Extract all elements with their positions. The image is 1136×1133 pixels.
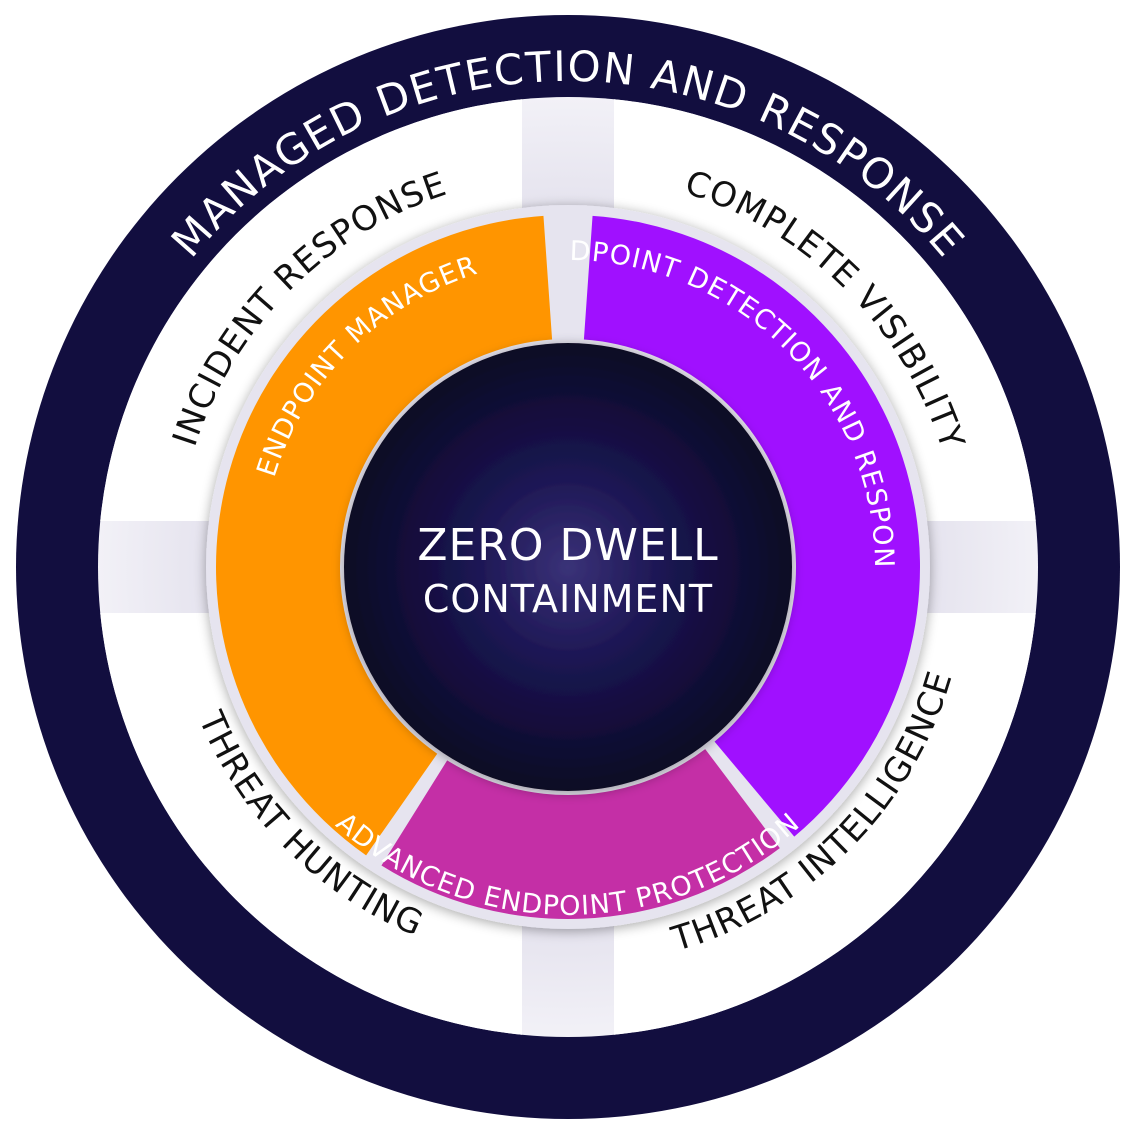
center-title-line1: ZERO DWELL <box>417 520 718 571</box>
center-title-line2: CONTAINMENT <box>423 577 713 621</box>
segment-endpoint-detection-and-response <box>583 215 920 837</box>
segment-advanced-endpoint-protection <box>381 749 780 919</box>
center-disc <box>344 343 792 791</box>
segment-group <box>216 215 920 919</box>
segment-endpoint-manager <box>216 215 553 856</box>
